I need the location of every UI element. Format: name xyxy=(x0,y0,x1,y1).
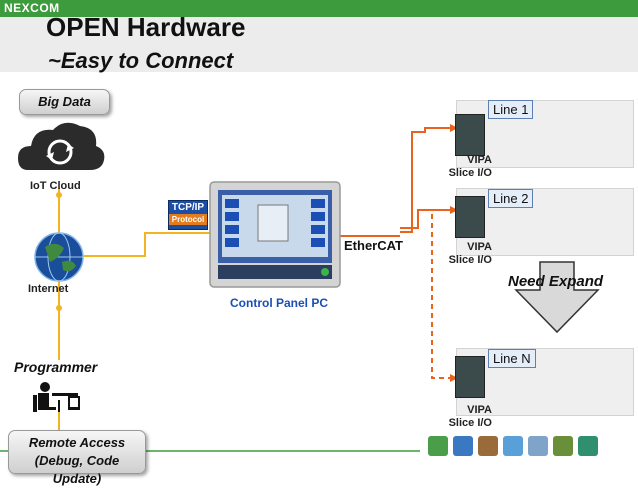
thumbnail-icon xyxy=(528,436,548,456)
thumbnail-icon xyxy=(453,436,473,456)
io-type: Slice I/O xyxy=(448,167,492,179)
thumbnail-icon xyxy=(478,436,498,456)
control-panel-label: Control Panel PC xyxy=(230,296,329,310)
iot-cloud-label: IoT Cloud xyxy=(30,180,81,192)
arrowhead xyxy=(450,374,458,382)
line2-machine-image xyxy=(456,188,634,256)
io-brand: VIPA xyxy=(467,404,492,416)
connector-dot xyxy=(56,192,62,198)
vipa-device-icon xyxy=(455,114,485,156)
io-type: Slice I/O xyxy=(448,254,492,266)
remote-access-title: Remote Access xyxy=(28,435,126,450)
thumbnail-icon xyxy=(503,436,523,456)
lineN-label: Line N xyxy=(488,349,536,368)
footer-thumbnails xyxy=(428,436,598,456)
tcpip-badge: TCP/IP Protocol xyxy=(168,200,208,230)
thumbnail-icon xyxy=(553,436,573,456)
globe-icon xyxy=(34,232,84,282)
remote-access-detail: (Debug, Code Update) xyxy=(34,453,120,486)
arrowhead xyxy=(450,206,458,214)
line1-label: Line 1 xyxy=(488,100,534,119)
lineN-machine-image xyxy=(456,348,634,416)
expand-arrow-icon xyxy=(514,261,600,334)
big-data-callout: Big Data xyxy=(19,89,110,115)
vipa-device-icon xyxy=(455,356,485,398)
line1-connector xyxy=(400,127,450,233)
programmer-icon xyxy=(33,382,80,412)
programmer-label: Programmer xyxy=(14,359,98,375)
control-panel-pc xyxy=(209,181,341,288)
cloud-icon xyxy=(18,122,105,170)
line2-connector xyxy=(400,209,450,229)
protocol-label: Protocol xyxy=(169,214,207,225)
line2-io-label: VIPA Slice I/O xyxy=(438,241,492,267)
line1-io-label: VIPA Slice I/O xyxy=(438,154,492,180)
internet-panel-connector xyxy=(84,232,212,257)
diagram-canvas xyxy=(0,122,600,452)
thumbnail-icon xyxy=(428,436,448,456)
slide-subtitle: ~Easy to Connect xyxy=(48,48,234,73)
remote-access-callout: Remote Access (Debug, Code Update) xyxy=(8,430,146,486)
arrowhead xyxy=(450,124,458,132)
io-brand: VIPA xyxy=(467,154,492,166)
slide-title: OPEN Hardware xyxy=(46,12,246,42)
io-type: Slice I/O xyxy=(448,417,492,429)
thumbnail-icon xyxy=(578,436,598,456)
lineN-connector xyxy=(431,214,450,379)
need-expand-label: Need Expand xyxy=(508,273,604,290)
brand-bar xyxy=(0,0,638,17)
vipa-device-icon xyxy=(455,196,485,238)
line1-machine-image xyxy=(456,100,634,168)
lineN-io-label: VIPA Slice I/O xyxy=(438,404,492,430)
line2-label: Line 2 xyxy=(488,189,534,208)
internet-label: Internet xyxy=(28,283,69,295)
io-brand: VIPA xyxy=(467,241,492,253)
connector-dot xyxy=(56,305,62,311)
ethercat-logo: EtherCAT xyxy=(344,238,403,253)
tcpip-label: TCP/IP xyxy=(171,202,205,213)
company-logo: NEXCOM xyxy=(4,1,60,15)
